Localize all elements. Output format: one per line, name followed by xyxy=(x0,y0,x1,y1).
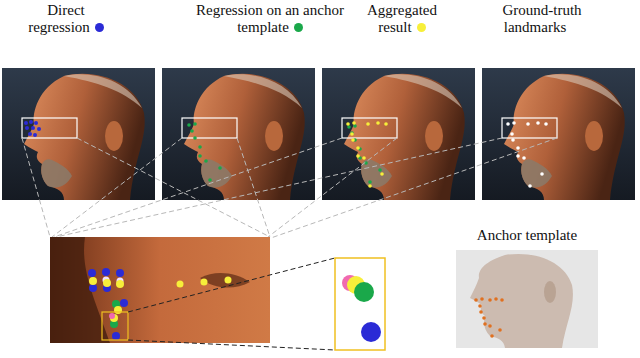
legend-text: Ground-truth landmarks xyxy=(502,2,581,35)
legend-entry: Direct regression xyxy=(18,2,114,36)
legend-entry: Aggregated result xyxy=(352,2,452,36)
panel-label: Anchor template xyxy=(477,227,577,244)
legend-dot xyxy=(417,23,426,32)
legend-text: Aggregated result xyxy=(367,2,437,35)
legend-text: Regression on an anchor template xyxy=(196,2,344,35)
legend-entry: Regression on an anchor template xyxy=(172,2,368,36)
legend-dot xyxy=(95,23,104,32)
legend-dot xyxy=(571,23,580,32)
legend-text: Direct regression xyxy=(28,2,90,35)
legend-entry: Ground-truth landmarks xyxy=(484,2,600,36)
legend-dot xyxy=(294,23,303,32)
